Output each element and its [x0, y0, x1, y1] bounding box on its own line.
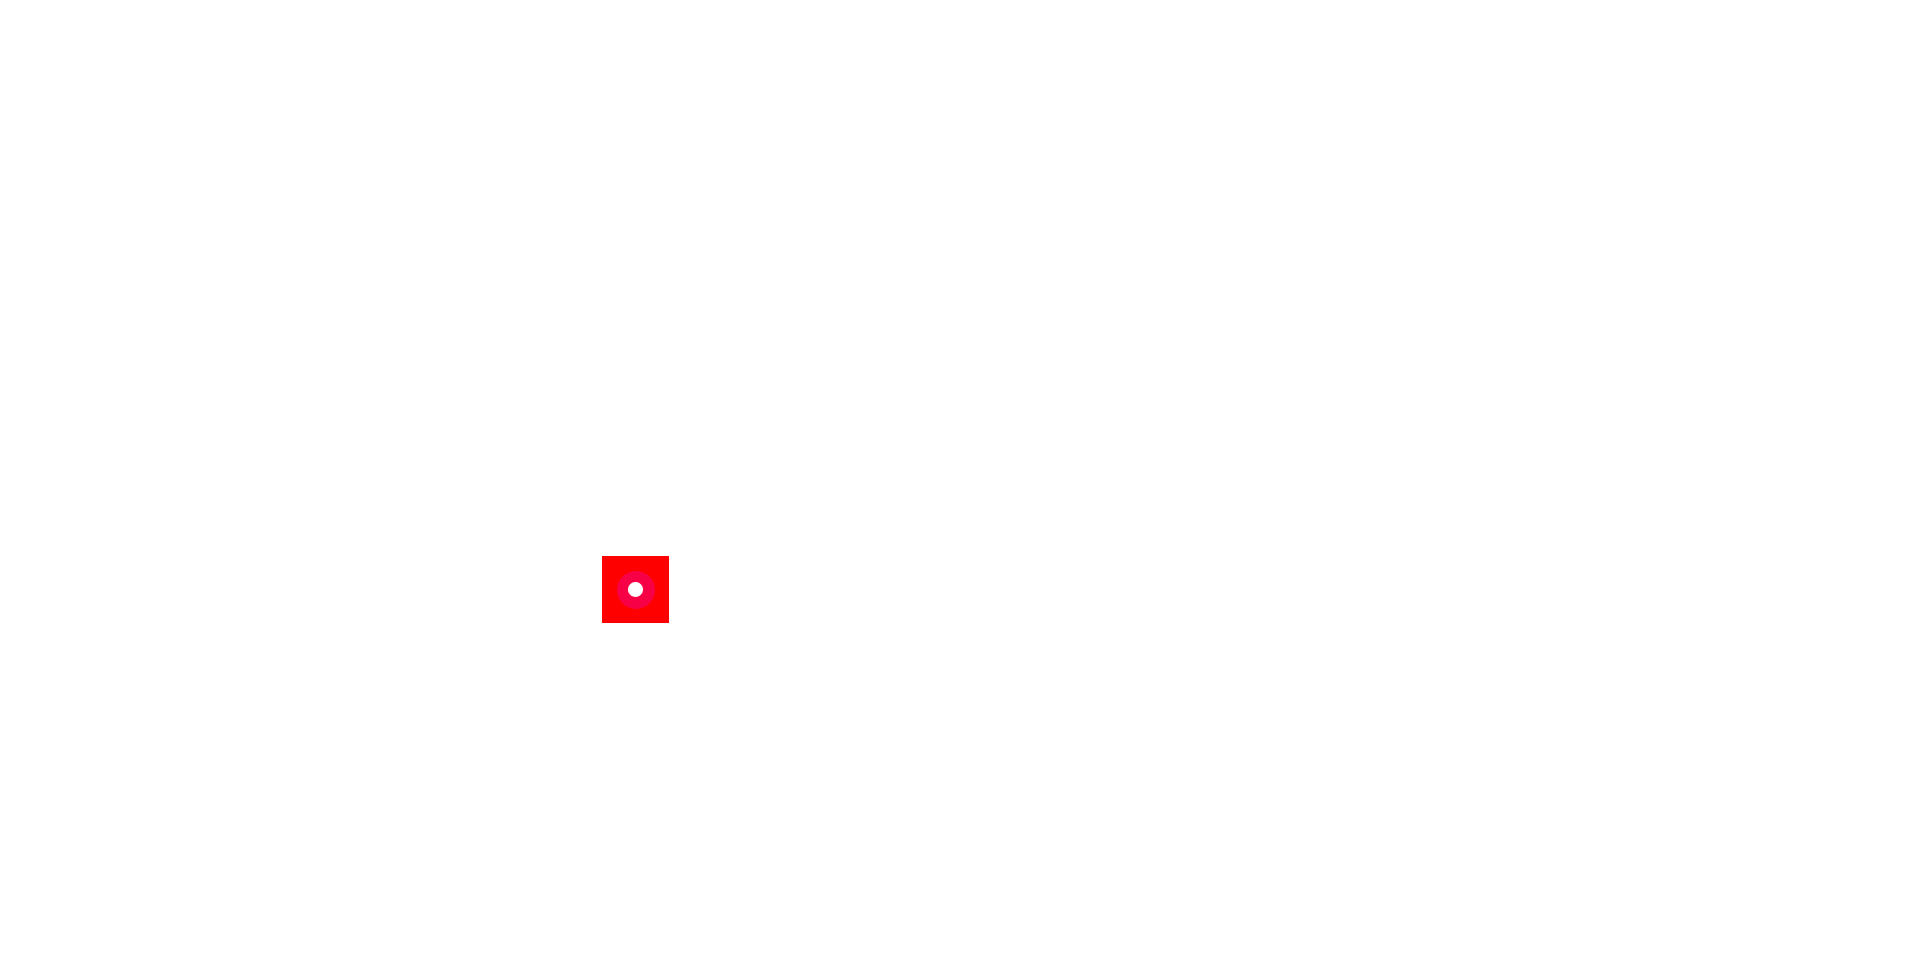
- click-target-marker[interactable]: [602, 556, 669, 623]
- marker-center-dot-icon: [628, 582, 643, 597]
- marker-ring-icon: [616, 570, 655, 609]
